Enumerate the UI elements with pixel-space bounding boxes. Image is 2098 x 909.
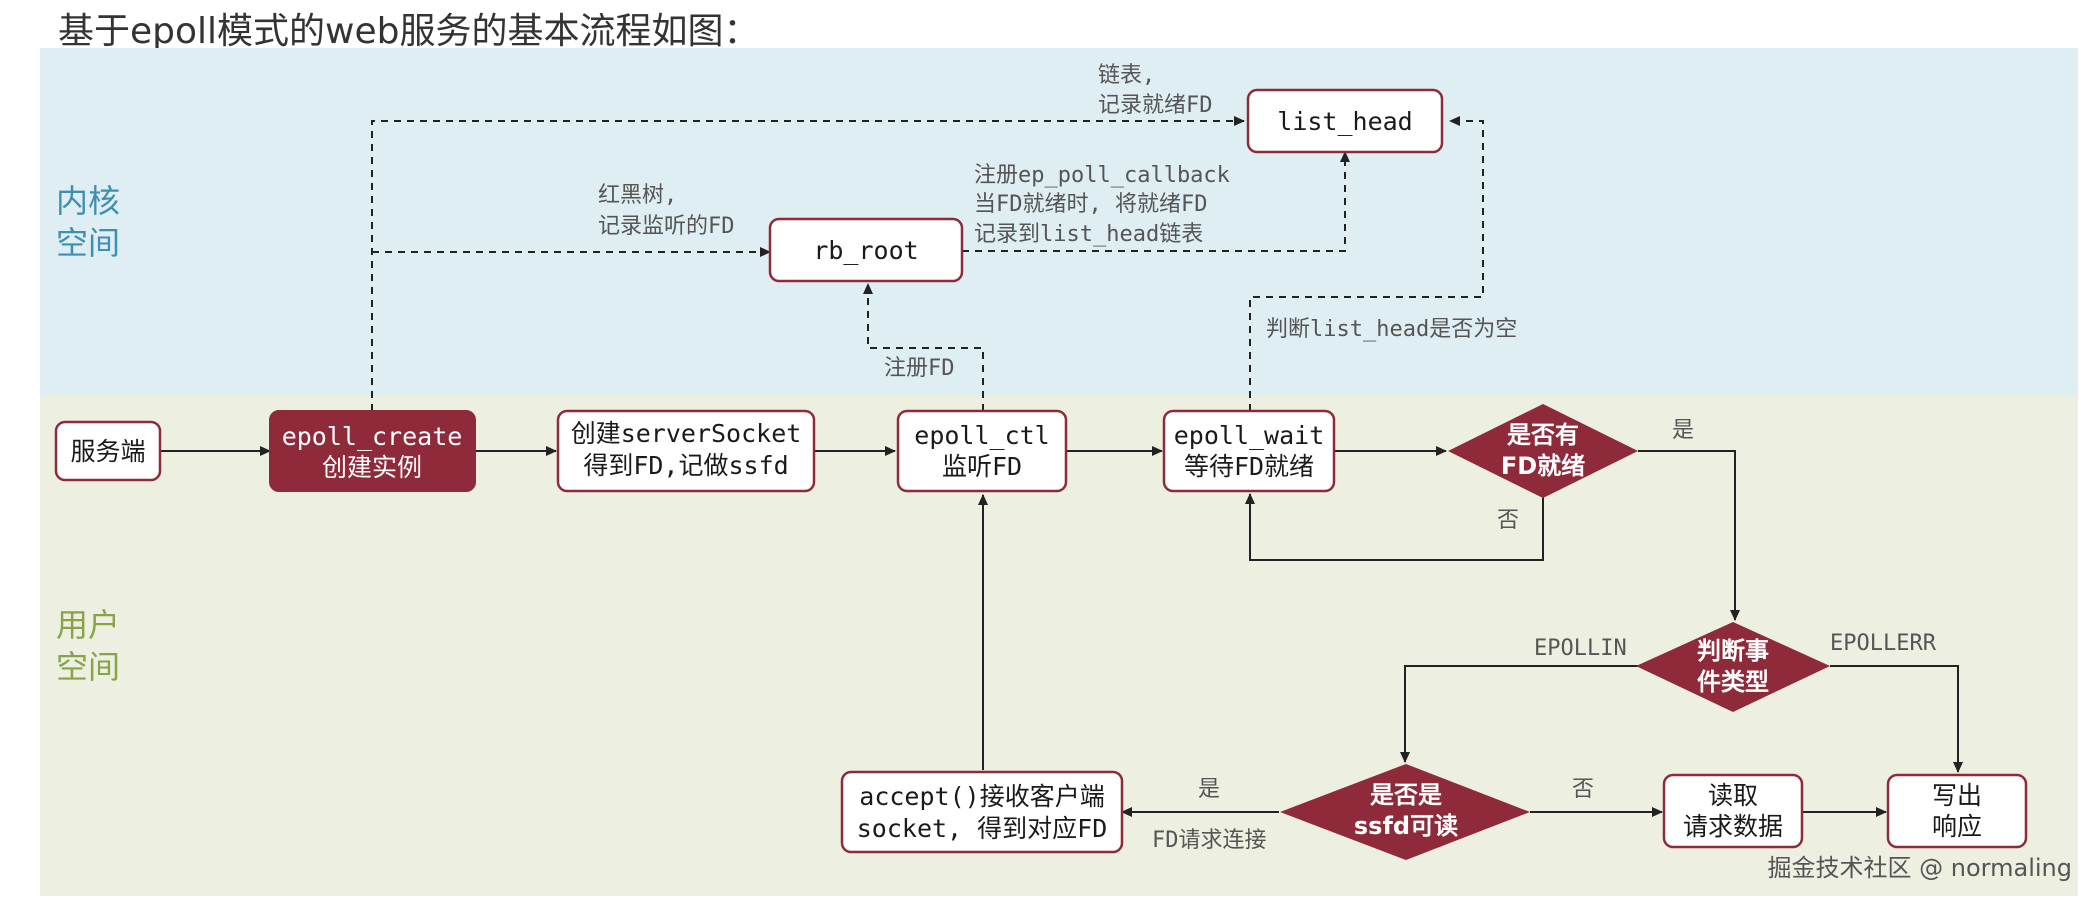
callback-note: 当FD就绪时, 将就绪FD [974, 192, 1207, 217]
list-head-node [1246, 88, 1444, 154]
fd-ready-label: 是否有 [1507, 421, 1579, 449]
read-request-node [1662, 773, 1804, 849]
check-list-head-note: 判断list_head是否为空 [1266, 317, 1517, 342]
fd-request-connect-label: FD请求连接 [1152, 828, 1267, 853]
ssfd-readable-label: 是否是 [1370, 781, 1442, 809]
ssfd-no-label: 否 [1572, 777, 1594, 802]
epoll-create-sublabel: 创建实例 [322, 453, 422, 482]
user-space-label: 用户 [56, 606, 120, 644]
create-server-socket-node [556, 409, 816, 493]
kernel-space-zone [40, 48, 2078, 396]
write-response-label: 写出 [1932, 781, 1982, 810]
fd-ready-decision [1448, 404, 1638, 498]
list-head-label: list_head [1277, 107, 1412, 136]
create-server-socket-sublabel: 得到FD,记做ssfd [583, 451, 788, 480]
write-response-sublabel: 响应 [1932, 812, 1982, 841]
epollin-label: EPOLLIN [1534, 636, 1627, 661]
server-node [54, 420, 162, 482]
event-type-sublabel: 件类型 [1697, 668, 1769, 696]
callback-note: 注册ep_poll_callback [974, 163, 1230, 188]
ready-no-edge [1245, 493, 1544, 561]
epoll-wait-sublabel: 等待FD就绪 [1184, 452, 1314, 481]
epoll-wait-label: epoll_wait [1174, 421, 1325, 450]
fd-ready-no-label: 否 [1497, 508, 1519, 533]
rb-tree-note: 记录监听的FD [598, 214, 735, 239]
epoll-create-node [269, 410, 476, 492]
epollin-edge [1400, 665, 1638, 763]
linked-list-note: 记录就绪FD [1098, 93, 1213, 118]
epoll-ctl-node [896, 409, 1068, 493]
rb-tree-note: 红黑树, [598, 183, 677, 208]
rb-root-node [768, 217, 964, 283]
fd-ready-sublabel: FD就绪 [1501, 452, 1585, 480]
ssfd-yes-label: 是 [1198, 777, 1220, 802]
accept-label: accept()接收客户端 [859, 782, 1104, 811]
epollerr-edge [1830, 665, 1963, 773]
kernel-space-label: 空间 [56, 224, 120, 262]
epoll-create-label: epoll_create [282, 422, 463, 451]
create-server-socket-label: 创建serverSocket [571, 419, 802, 448]
wait-to-list-head-edge [1249, 116, 1484, 411]
accept-sublabel: socket, 得到对应FD [857, 814, 1108, 843]
callback-note: 记录到list_head链表 [974, 222, 1203, 247]
ssfd-readable-sublabel: ssfd可读 [1354, 812, 1458, 840]
ctl-to-rb-root-edge [863, 283, 984, 411]
user-space-label: 空间 [56, 648, 120, 686]
rb-root-label: rb_root [813, 236, 918, 265]
watermark: 掘金技术社区 @ normaling [1768, 854, 2072, 882]
epoll-wait-node [1162, 409, 1336, 493]
create-to-list-head-edge [371, 116, 1245, 411]
rb-root-to-list-head-edge [962, 151, 1350, 252]
event-type-decision [1636, 622, 1830, 712]
epollerr-label: EPOLLERR [1830, 631, 1937, 656]
register-fd-note: 注册FD [884, 356, 955, 381]
event-type-label: 判断事 [1697, 637, 1769, 665]
accept-node [840, 770, 1124, 854]
ssfd-readable-decision [1280, 764, 1530, 860]
linked-list-note: 链表, [1098, 63, 1155, 88]
write-response-node [1886, 773, 2028, 849]
server-node-label: 服务端 [70, 437, 145, 466]
epoll-ctl-sublabel: 监听FD [942, 452, 1022, 481]
read-request-sublabel: 请求数据 [1683, 812, 1783, 841]
page-title: 基于epoll模式的web服务的基本流程如图： [58, 11, 760, 52]
epoll-ctl-label: epoll_ctl [914, 421, 1049, 450]
read-request-label: 读取 [1708, 781, 1758, 810]
ready-yes-edge [1638, 450, 1740, 621]
kernel-space-label: 内核 [56, 182, 120, 220]
fd-ready-yes-label: 是 [1672, 418, 1694, 443]
